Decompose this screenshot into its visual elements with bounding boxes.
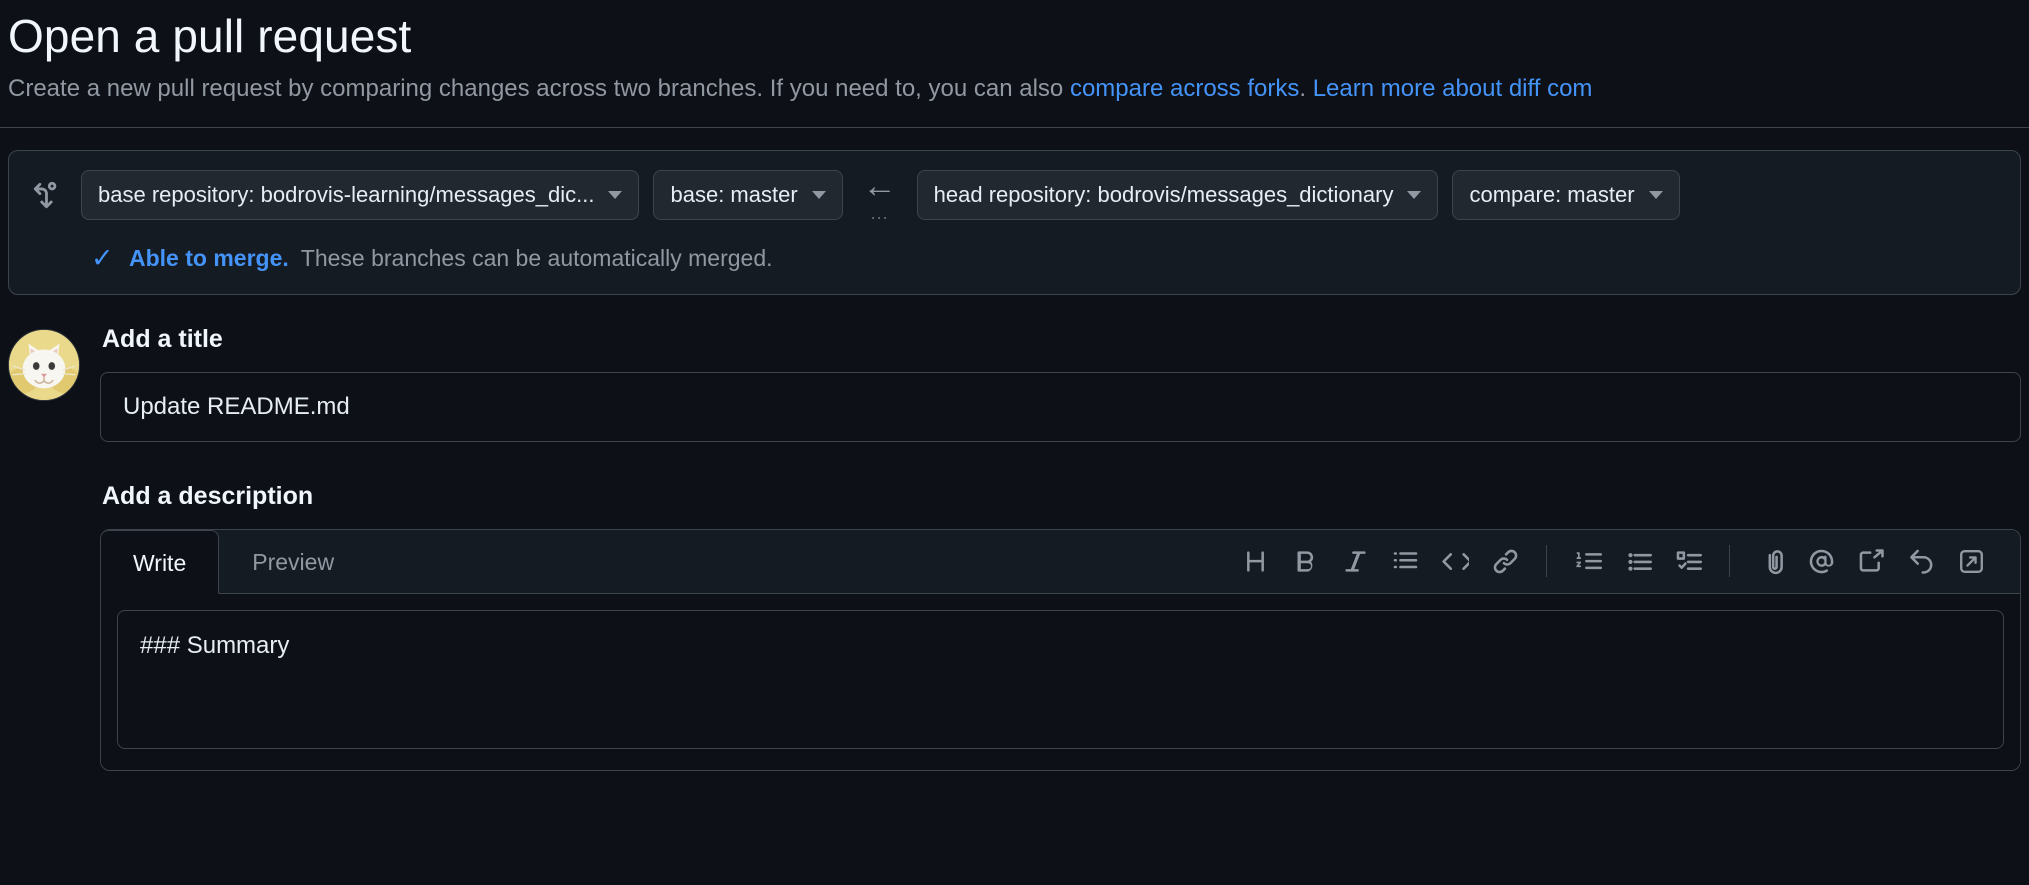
markdown-toolbar [1232, 530, 2020, 593]
bold-icon[interactable] [1282, 538, 1328, 584]
arrow-left-icon: ← [862, 167, 897, 206]
avatar [8, 329, 80, 402]
tab-preview[interactable]: Preview [252, 549, 335, 576]
ordered-list-icon[interactable] [1565, 538, 1611, 584]
chevron-down-icon [608, 191, 623, 200]
base-branch-label: base: master [670, 182, 798, 208]
mention-icon[interactable] [1798, 538, 1844, 584]
chevron-down-icon [811, 191, 826, 200]
head-repository-label: head repository: bodrovis/messages_dicti… [933, 182, 1394, 208]
reply-icon[interactable] [1898, 538, 1944, 584]
merge-status-headline: Able to merge. [129, 245, 289, 272]
attach-files-icon[interactable] [1748, 538, 1794, 584]
base-repository-select[interactable]: base repository: bodrovis-learning/messa… [81, 170, 640, 221]
pr-title-input[interactable] [100, 372, 2021, 443]
heading-icon[interactable] [1232, 538, 1278, 584]
quote-icon[interactable] [1382, 538, 1428, 584]
merge-status: ✓ Able to merge. These branches can be a… [91, 245, 2000, 272]
branch-selector-row: base repository: bodrovis-learning/messa… [29, 167, 2000, 224]
italic-icon[interactable] [1332, 538, 1378, 584]
description-editor: Write Preview [100, 529, 2021, 772]
saved-replies-icon[interactable] [1848, 538, 1894, 584]
task-list-icon[interactable] [1665, 538, 1711, 584]
editor-tab-bar: Write Preview [101, 530, 2020, 595]
merge-status-detail: These branches can be automatically merg… [300, 245, 773, 272]
learn-more-diff-link[interactable]: Learn more about diff com [1312, 74, 1593, 102]
compare-branch-select[interactable]: compare: master [1452, 170, 1680, 221]
pull-request-form: Add a title Add a description Write Prev… [8, 325, 2021, 772]
code-icon[interactable] [1432, 538, 1478, 584]
subtitle-separator: . [1299, 74, 1313, 102]
header-divider [0, 127, 2029, 129]
page-subtitle: Create a new pull request by comparing c… [8, 73, 2029, 105]
compare-branch-label: compare: master [1469, 182, 1635, 208]
page-title: Open a pull request [8, 10, 412, 62]
chevron-down-icon [1648, 191, 1663, 200]
tab-write[interactable]: Write [101, 530, 220, 595]
page-header: Open a pull request Create a new pull re… [0, 0, 2029, 105]
description-field-label: Add a description [102, 482, 314, 511]
git-compare-icon [29, 178, 63, 212]
branch-compare-panel: base repository: bodrovis-learning/messa… [8, 150, 2021, 296]
link-icon[interactable] [1482, 538, 1528, 584]
chevron-down-icon [1407, 191, 1422, 200]
compare-across-forks-link[interactable]: compare across forks [1069, 74, 1300, 102]
editor-body [101, 594, 2020, 771]
form-main: Add a title Add a description Write Prev… [100, 325, 2021, 772]
base-repository-label: base repository: bodrovis-learning/messa… [98, 182, 595, 208]
base-branch-select[interactable]: base: master [653, 170, 843, 221]
check-icon: ✓ [91, 243, 114, 274]
head-repository-select[interactable]: head repository: bodrovis/messages_dicti… [916, 170, 1439, 221]
toolbar-separator [1729, 545, 1730, 578]
unordered-list-icon[interactable] [1615, 538, 1661, 584]
arrow-dots: ... [870, 203, 889, 224]
pr-description-textarea[interactable] [117, 610, 2004, 750]
fullscreen-icon[interactable] [1948, 538, 1994, 584]
subtitle-text: Create a new pull request by comparing c… [8, 74, 1070, 102]
toolbar-separator [1546, 545, 1547, 578]
title-field-label: Add a title [102, 325, 223, 354]
direction-arrow: ← ... [857, 167, 903, 224]
